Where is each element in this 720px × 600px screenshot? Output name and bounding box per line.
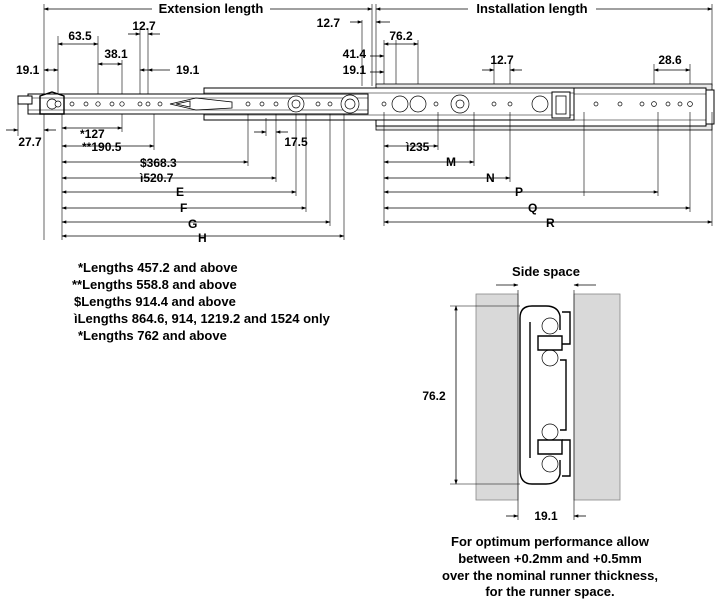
dim-12-7-left: 12.7 — [128, 19, 160, 36]
note-5: *Lengths 762 and above — [78, 328, 227, 343]
dim-N-label: N — [486, 171, 495, 185]
dim-E-label: E — [176, 185, 184, 199]
footer-line-1: For optimum performance allow — [451, 534, 650, 549]
dim-F-label: F — [180, 201, 187, 215]
dim-368-3: $368.3 — [61, 156, 249, 170]
dim-38-1: 38.1 — [97, 47, 128, 66]
dim-Q: Q — [383, 201, 691, 215]
section-height-label: 76.2 — [422, 389, 446, 403]
dim-76-2: 76.2 — [383, 29, 419, 46]
note-4: ìLengths 864.6, 914, 1219.2 and 1524 onl… — [73, 311, 331, 326]
dim-19-1-left: 19.1 — [16, 63, 59, 77]
dim-P: P — [383, 185, 659, 199]
side-space-label: Side space — [512, 264, 580, 279]
note-1: *Lengths 457.2 and above — [78, 260, 238, 275]
section-width-label: 19.1 — [534, 509, 558, 523]
dim-H: H — [61, 231, 345, 245]
dim-28-6: 28.6 — [653, 53, 691, 72]
dim-12-7-installation: 12.7 — [482, 53, 522, 72]
dim-R: R — [383, 216, 713, 230]
extension-length-dimension: Extension length — [43, 1, 373, 16]
top-extension-lines — [43, 4, 713, 240]
left-bottom-extension-lines — [17, 104, 345, 240]
dim-235: ì235 — [383, 140, 439, 154]
dim-17-5-label: 17.5 — [284, 135, 308, 149]
dim-41-4-label: 41.4 — [343, 47, 367, 61]
dim-63-5: 63.5 — [57, 29, 99, 46]
installation-length-dimension: Installation length — [375, 1, 713, 16]
dim-M: M — [383, 155, 475, 169]
dim-127-label: *127 — [80, 127, 105, 141]
dim-17-5: 17.5 — [254, 130, 308, 149]
performance-note: For optimum performance allow between +0… — [442, 534, 658, 599]
footer-line-4: for the runner space. — [485, 584, 614, 599]
footer-line-3: over the nominal runner thickness, — [442, 568, 658, 583]
dim-P-label: P — [515, 185, 523, 199]
note-2: **Lengths 558.8 and above — [72, 277, 237, 292]
note-3: $Lengths 914.4 and above — [74, 294, 236, 309]
cross-section-view: Side space 76.2 19.1 — [422, 264, 621, 523]
dim-N: N — [383, 171, 511, 185]
dim-235-label: ì235 — [405, 140, 430, 154]
dim-27-7: 27.7 — [6, 128, 56, 149]
dim-G-label: G — [188, 217, 197, 231]
dim-19-1-mid-label: 19.1 — [176, 63, 200, 77]
dim-12-7-right-label: 12.7 — [317, 16, 341, 30]
dim-368-3-label: $368.3 — [140, 156, 177, 170]
dim-38-1-label: 38.1 — [104, 47, 128, 61]
dim-Q-label: Q — [528, 201, 537, 215]
dim-127: *127 — [61, 126, 123, 141]
mounting-holes — [69, 101, 693, 107]
footer-line-2: between +0.2mm and +0.5mm — [458, 551, 642, 566]
installation-length-label: Installation length — [476, 1, 587, 16]
dim-190-5-label: **190.5 — [82, 140, 122, 154]
runner-side-view — [17, 83, 715, 131]
extension-length-label: Extension length — [159, 1, 264, 16]
dim-R-label: R — [546, 216, 555, 230]
dim-19-1-left-label: 19.1 — [16, 63, 40, 77]
dim-E: E — [61, 185, 297, 199]
dim-190-5: **190.5 — [61, 140, 155, 154]
dim-520-7-label: ì520.7 — [139, 171, 174, 185]
dim-520-7: ì520.7 — [61, 171, 277, 185]
dim-M-label: M — [446, 155, 456, 169]
length-notes: *Lengths 457.2 and above **Lengths 558.8… — [72, 260, 331, 343]
dim-12-7-left-label: 12.7 — [132, 19, 156, 33]
dim-76-2-label: 76.2 — [389, 29, 413, 43]
dim-19-1-right: 19.1 — [343, 63, 385, 77]
dim-19-1-mid: 19.1 — [139, 63, 200, 77]
dim-12-7-installation-label: 12.7 — [490, 53, 514, 67]
dim-27-7-label: 27.7 — [18, 135, 42, 149]
dim-F: F — [61, 201, 307, 215]
dim-28-6-label: 28.6 — [658, 53, 682, 67]
dim-63-5-label: 63.5 — [68, 29, 92, 43]
right-bottom-extension-lines — [383, 112, 713, 226]
dim-19-1-right-label: 19.1 — [343, 63, 367, 77]
dim-12-7-right: 12.7 — [317, 16, 390, 30]
dim-H-label: H — [198, 231, 207, 245]
dim-41-4: 41.4 — [343, 47, 385, 61]
dim-G: G — [61, 217, 331, 231]
